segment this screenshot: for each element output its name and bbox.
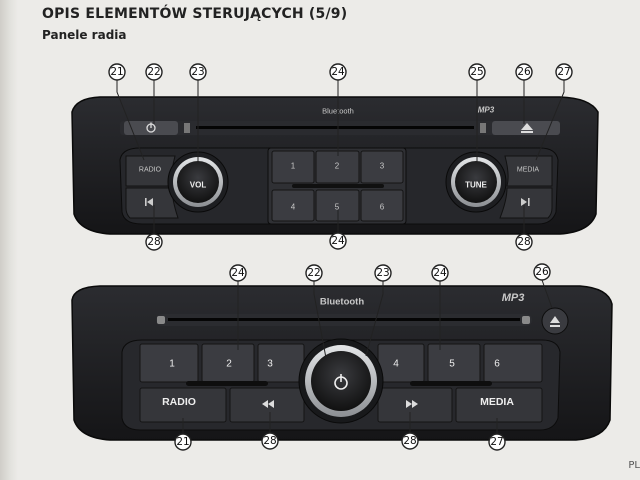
bottom-slot-marker-left: [157, 316, 165, 324]
callout-28-bottom-right: 28: [401, 432, 419, 450]
power-icon: [334, 374, 348, 390]
svg-text:21: 21: [110, 66, 123, 78]
bottom-preset-label-3: 3: [267, 359, 273, 370]
svg-text:24: 24: [331, 235, 345, 247]
top-next-button[interactable]: [499, 187, 553, 219]
top-radio-panel: Bluetooth MP3 RADIO VOL TUNE MEDIA: [71, 96, 599, 235]
svg-text:23: 23: [191, 66, 204, 78]
callout-23-bottom: 23: [374, 264, 392, 282]
bottom-radio-label: RADIO: [162, 396, 196, 408]
page-language-marker: PL: [628, 460, 640, 471]
callout-21-bottom: 21: [174, 433, 192, 451]
svg-text:28: 28: [147, 236, 160, 248]
svg-text:24: 24: [433, 267, 447, 279]
slot-marker-left: [184, 123, 190, 133]
cd-slot[interactable]: [196, 126, 474, 129]
fast-forward-icon: [406, 400, 418, 408]
bottom-cd-slot[interactable]: [168, 318, 520, 321]
top-preset-label-1: 1: [291, 162, 296, 171]
top-vol-knob[interactable]: [177, 161, 219, 203]
top-panel-leader-lines: [116, 80, 565, 233]
top-preset-label-6: 6: [380, 203, 385, 212]
svg-text:28: 28: [263, 435, 276, 447]
bottom-preset-button-6[interactable]: [483, 343, 543, 383]
callout-26-top: 26: [515, 63, 533, 81]
callout-24-bottom-right: 24: [431, 264, 449, 282]
bottom-preset-label-2: 2: [226, 359, 232, 370]
svg-text:27: 27: [490, 436, 503, 448]
bottom-media-label: MEDIA: [480, 396, 514, 408]
svg-text:26: 26: [535, 266, 549, 278]
bottom-preset-label-1: 1: [169, 359, 175, 370]
top-radio-label: RADIO: [139, 167, 162, 174]
top-media-label: MEDIA: [517, 167, 540, 174]
bottom-preset-button-4[interactable]: [377, 343, 425, 383]
bottom-radio-panel: Bluetooth MP3 1 2 3 4 5 6 RADIO: [71, 285, 613, 441]
svg-text:27: 27: [557, 66, 570, 78]
callout-27-top: 27: [555, 63, 573, 81]
bottom-mp3-label: MP3: [502, 292, 525, 304]
bottom-bluetooth-label: Bluetooth: [320, 297, 365, 308]
callout-24-top: 24: [329, 63, 347, 81]
bottom-preset-divider-right: [410, 381, 492, 386]
top-preset-button-3[interactable]: [360, 150, 404, 184]
skip-next-icon: [521, 198, 530, 206]
section-subtitle: Panele radia: [42, 28, 127, 42]
callout-21-top: 21: [108, 63, 126, 81]
callout-28-bottom-left: 28: [261, 432, 279, 450]
top-media-button[interactable]: [504, 155, 553, 187]
callout-28-top-right: 28: [515, 233, 533, 251]
svg-text:26: 26: [517, 66, 531, 78]
top-preset-label-2: 2: [335, 162, 340, 171]
top-preset-button-6[interactable]: [360, 189, 404, 222]
callout-22-bottom: 22: [305, 264, 323, 282]
svg-text:21: 21: [176, 436, 189, 448]
bottom-preset-label-6: 6: [494, 359, 500, 370]
top-preset-divider: [292, 184, 384, 188]
top-preset-button-1[interactable]: [271, 150, 315, 184]
callout-24-top-bottom: 24: [329, 232, 347, 250]
power-icon: [146, 122, 156, 133]
svg-text:22: 22: [307, 267, 320, 279]
slot-marker-right: [480, 123, 486, 133]
bottom-preset-divider-left: [186, 381, 268, 386]
callout-24-bottom-left: 24: [229, 264, 247, 282]
bottom-panel-leader-lines: [182, 279, 553, 433]
svg-text:24: 24: [231, 267, 245, 279]
bottom-preset-label-4: 4: [393, 359, 399, 370]
svg-text:22: 22: [147, 66, 160, 78]
bottom-media-button[interactable]: [455, 387, 543, 423]
top-mp3-label: MP3: [478, 106, 495, 115]
callout-26-bottom: 26: [533, 263, 551, 281]
svg-text:28: 28: [403, 435, 416, 447]
callout-27-bottom: 27: [488, 433, 506, 451]
callout-28-top-left: 28: [145, 233, 163, 251]
bottom-slot-marker-right: [522, 316, 530, 324]
eject-icon: [521, 123, 533, 133]
top-tune-knob[interactable]: [455, 161, 497, 203]
svg-text:25: 25: [470, 66, 483, 78]
top-preset-label-4: 4: [291, 203, 296, 212]
callout-22-top: 22: [145, 63, 163, 81]
book-page-edge: [0, 0, 18, 480]
bottom-preset-button-1[interactable]: [139, 343, 199, 383]
eject-icon: [550, 316, 560, 327]
svg-text:24: 24: [331, 66, 345, 78]
top-vol-label: VOL: [190, 181, 207, 190]
top-preset-label-3: 3: [380, 162, 385, 171]
rewind-icon: [262, 400, 274, 408]
callout-25-top: 25: [468, 63, 486, 81]
top-tune-label: TUNE: [465, 181, 487, 190]
bottom-preset-button-3[interactable]: [257, 343, 305, 383]
skip-previous-icon: [145, 198, 153, 206]
svg-text:28: 28: [517, 236, 530, 248]
top-preset-button-4[interactable]: [271, 189, 315, 222]
svg-text:23: 23: [376, 267, 389, 279]
top-preset-buttons: 1 2 3 4 5 6: [271, 150, 404, 222]
page-title: OPIS ELEMENTÓW STERUJĄCYCH (5/9): [42, 6, 348, 22]
top-preset-label-5: 5: [335, 203, 340, 212]
bottom-preset-label-5: 5: [449, 359, 455, 370]
callout-23-top: 23: [189, 63, 207, 81]
